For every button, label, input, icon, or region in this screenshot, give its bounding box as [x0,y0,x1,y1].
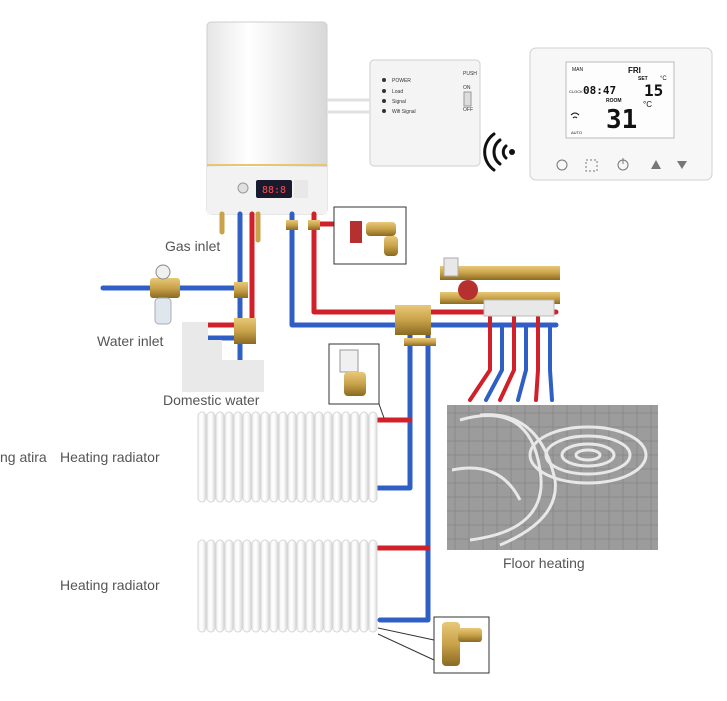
radiator-section [251,539,261,633]
switch-push-label: PUSH [463,71,477,77]
radiator-section [359,539,369,633]
led-load-label: Load [392,89,403,95]
radiator-section [359,411,369,503]
thermostat: MAN FRI SET 15 °C CLOCK 08:47 ROOM 31 °C… [529,47,713,181]
radiator-section [215,539,225,633]
radiator-section [296,539,306,633]
room-label: ROOM [606,98,622,104]
set-label: SET [638,76,648,82]
power-switch[interactable] [463,91,472,107]
radiator-section [224,539,234,633]
floor-heating-panel [447,405,658,550]
radiator-section [323,411,333,503]
radiator-section [197,539,207,633]
radiator-section [287,539,297,633]
auto-label: AUTO [571,130,582,135]
clock-time: 08:47 [583,84,616,97]
menu-grid-icon[interactable] [585,159,598,172]
radiator-section [251,411,261,503]
domestic-water-label: Domestic water [163,392,260,408]
heating-radiator-top [197,411,378,503]
down-arrow-icon[interactable] [677,161,687,169]
radiator-section [269,411,279,503]
switch-off-label: OFF [463,107,473,113]
radiator-section [332,411,342,503]
radiator-section [206,411,216,503]
pressure-gauge-icon [155,264,171,280]
radiator-section [278,411,288,503]
radiator-top-mirror-label: ng atira [0,449,47,465]
up-arrow-icon[interactable] [651,160,661,169]
wifi-small-icon [570,112,580,119]
radiator-section [341,411,351,503]
radiator-section [242,539,252,633]
set-unit: °C [660,76,667,82]
valve-callout-top [333,206,407,265]
radiator-section [260,411,270,503]
boiler-display-value: 88:8 [262,185,286,196]
wifi-signal-icon [483,132,515,172]
switch-on-label: ON [463,85,471,91]
radiator-section [197,411,207,503]
set-temperature: 15 [644,81,663,100]
manifold-top [440,266,560,280]
radiator-section [368,411,378,503]
wireless-receiver: POWER Load Signal Wifi Signal PUSH ON OF… [369,59,481,167]
room-temperature: 31 [606,105,637,135]
domestic-water-unit [182,322,264,392]
heating-radiator-bottom [197,539,378,633]
radiator-section [314,539,324,633]
radiator-section [305,411,315,503]
power-icon[interactable] [617,158,629,171]
radiator-section [287,411,297,503]
radiator-section [305,539,315,633]
water-inlet-label: Water inlet [97,333,164,349]
led-signal-label: Signal [392,99,406,105]
radiator-section [350,411,360,503]
radiator-section [215,411,225,503]
valve-callout-bottom [377,616,490,674]
radiator-section [278,539,288,633]
floor-heating-label: Floor heating [503,555,585,571]
radiator-section [314,411,324,503]
radiator-section [206,539,216,633]
radiator-section [332,539,342,633]
radiator-section [368,539,378,633]
radiator-section [242,411,252,503]
circulation-pump [458,280,478,300]
boiler: 88:8 [206,21,328,215]
thermostat-screen [565,61,675,139]
room-unit: °C [643,100,652,109]
valve-callout-mid [328,343,385,419]
radiator-top-label: Heating radiator [60,449,160,465]
gas-inlet-label: Gas inlet [165,238,221,254]
radiator-section [323,539,333,633]
radiator-section [296,411,306,503]
radiator-section [260,539,270,633]
radiator-bottom-label: Heating radiator [60,577,160,593]
radiator-section [224,411,234,503]
clock-icon[interactable] [556,159,568,171]
radiator-section [341,539,351,633]
radiator-section [233,411,243,503]
day-label: FRI [628,66,641,75]
boiler-display [256,180,292,198]
brass-fittings [150,220,560,346]
radiator-section [269,539,279,633]
led-power-label: POWER [392,78,411,84]
led-wifi-label: Wifi Signal [392,109,416,115]
clock-label: CLOCK [569,89,583,94]
mode-label: MAN [572,67,584,73]
radiator-section [233,539,243,633]
radiator-section [350,539,360,633]
